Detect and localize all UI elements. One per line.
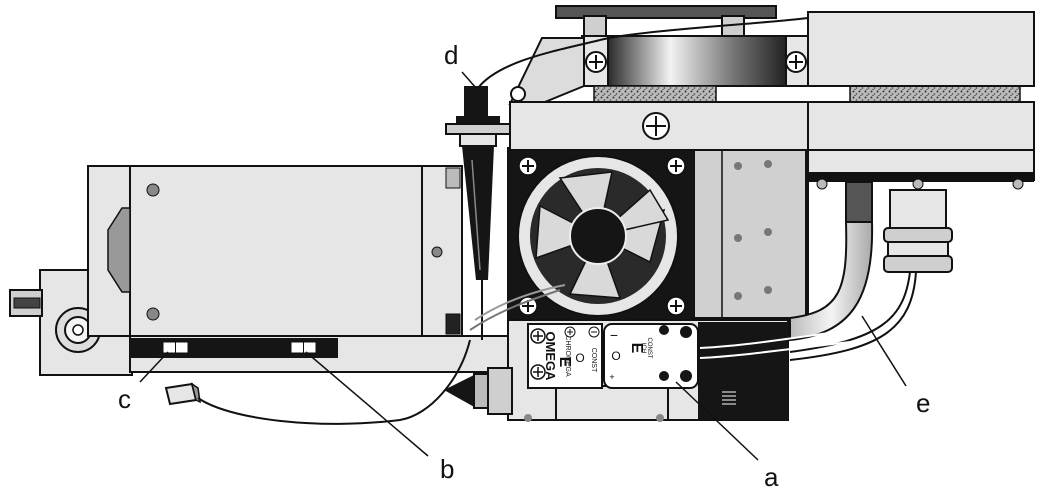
right-fitting [789,181,953,361]
connector-const-right: CONST [646,338,652,359]
fan-block [469,147,809,331]
connector-chromega: CHROMEGA [564,335,571,377]
callout-e: e [916,388,930,418]
callout-b: b [440,454,454,484]
connector-minus: − [610,327,618,343]
top-plate [509,101,1035,151]
loose-plug [164,339,471,425]
thermocouple-connector: OMEGA E CHROMEGA O CONST − O + E ICH CON… [527,323,699,389]
tube [789,221,874,342]
fan-hub [569,207,627,265]
upper-assembly [477,5,1035,190]
connector-const-left: CONST [590,348,597,373]
probe [445,86,513,340]
callout-c: c [118,384,131,414]
connector-brand: OMEGA [543,331,558,381]
connector-right-circle: O [611,349,620,363]
right-top-box [807,11,1035,87]
left-housing [9,165,511,376]
connector-circle: O [575,351,584,365]
callout-d: d [444,40,458,70]
leader-lines [139,71,907,461]
connector-right-letter: E [628,343,645,354]
connector-left-letter: E [556,357,573,368]
connector-ich: ICH [640,343,646,353]
callout-a: a [764,462,779,492]
connector-plus: + [609,372,614,382]
main-housing-body [87,165,463,337]
side-window [107,207,131,293]
